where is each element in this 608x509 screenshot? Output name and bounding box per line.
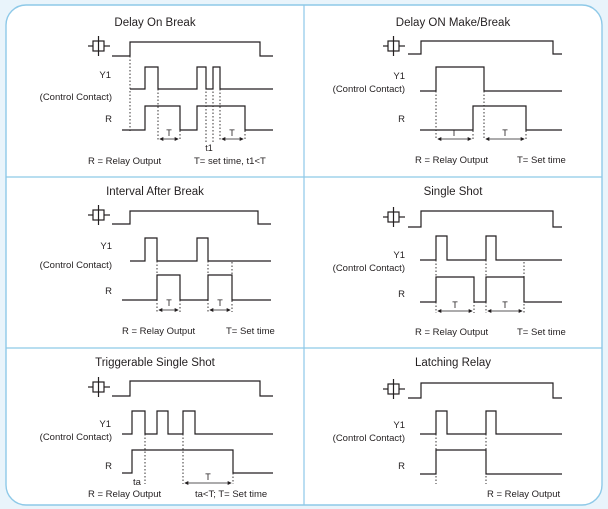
y1-label: Y1 (393, 420, 405, 431)
timing-mark-T1: T (451, 128, 457, 138)
panel-single-shot: Single Shot Y1 (Control Contact) R T T R… (333, 186, 566, 338)
timing-mark-T2: T (217, 298, 223, 308)
supply-trace (408, 40, 562, 55)
guide-lines (435, 260, 525, 313)
timing-mark-T2: T (502, 300, 508, 310)
caption-set-time: T= Set time (517, 327, 566, 338)
guide-lines (144, 434, 234, 484)
y1-label: Y1 (99, 70, 111, 81)
r-label: R (398, 289, 405, 300)
relay-coil-icon (88, 377, 110, 397)
guide-lines (129, 56, 246, 142)
relay-coil-icon (383, 207, 405, 227)
guide-lines (435, 91, 527, 140)
timing-mark-T1: T (166, 128, 172, 138)
guide-lines (435, 434, 487, 484)
relay-coil-icon (88, 36, 110, 56)
y1-trace (420, 66, 562, 92)
panel-title: Delay ON Make/Break (396, 17, 511, 29)
supply-trace (112, 41, 273, 57)
timing-mark-T1: T (205, 472, 211, 482)
panel-triggerable-single-shot: Triggerable Single Shot Y1 (Control Cont… (40, 357, 273, 500)
panel-latching-relay: Latching Relay Y1 (Control Contact) R R … (333, 357, 562, 500)
y1-label: Y1 (99, 419, 111, 430)
y1-trace (130, 237, 271, 262)
caption-set-time: T= set time, t1<T (194, 156, 266, 167)
relay-coil-icon (383, 36, 405, 56)
caption-set-time: T= Set time (226, 326, 275, 337)
guide-lines (156, 261, 233, 312)
y1-sub-label: (Control Contact) (333, 263, 405, 274)
panel-title: Interval After Break (106, 186, 204, 198)
caption-relay-output: R = Relay Output (88, 156, 161, 167)
y1-sub-label: (Control Contact) (40, 432, 112, 443)
relay-coil-icon (383, 379, 405, 399)
ta-mark: ta (133, 477, 142, 488)
r-label: R (398, 461, 405, 472)
r-label: R (398, 114, 405, 125)
y1-sub-label: (Control Contact) (333, 84, 405, 95)
t1-mark: t1 (205, 143, 213, 153)
supply-trace (112, 210, 271, 225)
y1-trace (420, 410, 562, 435)
caption-relay-output: R = Relay Output (122, 326, 195, 337)
r-label: R (105, 461, 112, 472)
y1-trace (420, 235, 562, 261)
panel-delay-on-break: Delay On Break Y1 (Control Contact) R T … (40, 17, 273, 167)
y1-trace (122, 410, 273, 435)
y1-label: Y1 (393, 71, 405, 82)
r-trace (420, 105, 562, 131)
y1-label: Y1 (393, 250, 405, 261)
supply-trace (408, 382, 562, 399)
relay-coil-icon (88, 205, 110, 225)
caption-relay-output: R = Relay Output (415, 327, 488, 338)
r-label: R (105, 114, 112, 125)
caption-relay-output: R = Relay Output (487, 489, 560, 500)
panel-delay-on-make-break: Delay ON Make/Break Y1 (Control Contact)… (333, 17, 566, 166)
panel-title: Single Shot (424, 186, 484, 198)
y1-sub-label: (Control Contact) (40, 260, 112, 271)
caption-set-time: ta<T; T= Set time (195, 489, 267, 500)
panel-title: Latching Relay (415, 357, 491, 369)
y1-sub-label: (Control Contact) (333, 433, 405, 444)
timing-mark-T1: T (166, 298, 172, 308)
caption-relay-output: R = Relay Output (88, 489, 161, 500)
supply-trace (112, 380, 273, 397)
timing-mark-T2: T (502, 128, 508, 138)
r-trace (420, 449, 562, 475)
y1-trace (130, 66, 273, 90)
caption-relay-output: R = Relay Output (415, 155, 488, 166)
panel-interval-after-break: Interval After Break Y1 (Control Contact… (40, 186, 275, 337)
panel-title: Triggerable Single Shot (95, 357, 216, 369)
y1-label: Y1 (100, 241, 112, 252)
timing-mark-T1: T (452, 300, 458, 310)
timing-mark-T2: T (229, 128, 235, 138)
y1-sub-label: (Control Contact) (40, 92, 112, 103)
r-label: R (105, 286, 112, 297)
caption-set-time: T= Set time (517, 155, 566, 166)
panel-title: Delay On Break (114, 17, 195, 29)
r-trace (122, 449, 273, 474)
supply-trace (408, 210, 562, 228)
